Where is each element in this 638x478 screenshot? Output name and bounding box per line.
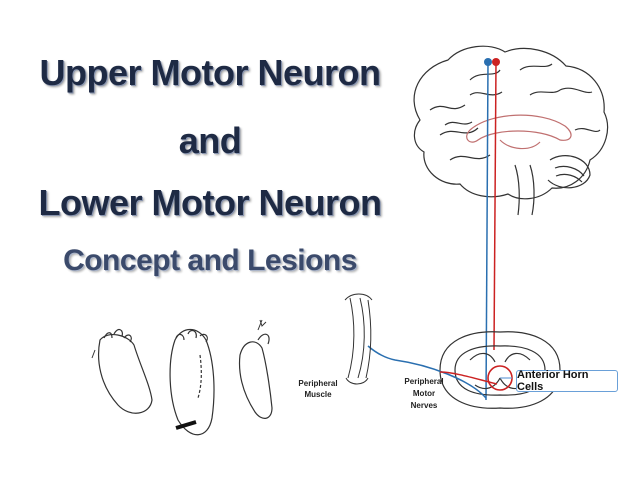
title-line-2: and <box>178 120 242 161</box>
red-tract-line <box>493 61 497 351</box>
peripheral-nerves-label-3: Nerves <box>411 401 438 410</box>
peripheral-nerves-label-1: Peripheral <box>404 377 443 386</box>
foot-illustrations <box>91 319 273 436</box>
lower-motor-nerve <box>367 345 512 399</box>
peripheral-muscle-illustration <box>344 293 373 385</box>
upper-motor-tracts <box>484 58 500 401</box>
title-line-1: Upper Motor Neuron <box>39 52 381 93</box>
peripheral-muscle-label-2: Muscle <box>304 390 332 399</box>
peripheral-muscle-label-1: Peripheral <box>298 379 337 388</box>
blue-tract-line <box>485 61 489 401</box>
subtitle: Concept and Lesions <box>63 244 357 277</box>
brain-illustration <box>413 45 609 216</box>
peripheral-nerves-label-2: Motor <box>413 389 435 398</box>
title-line-3: Lower Motor Neuron <box>38 182 382 223</box>
anterior-horn-cells-label: Anterior Horn Cells <box>516 369 618 393</box>
